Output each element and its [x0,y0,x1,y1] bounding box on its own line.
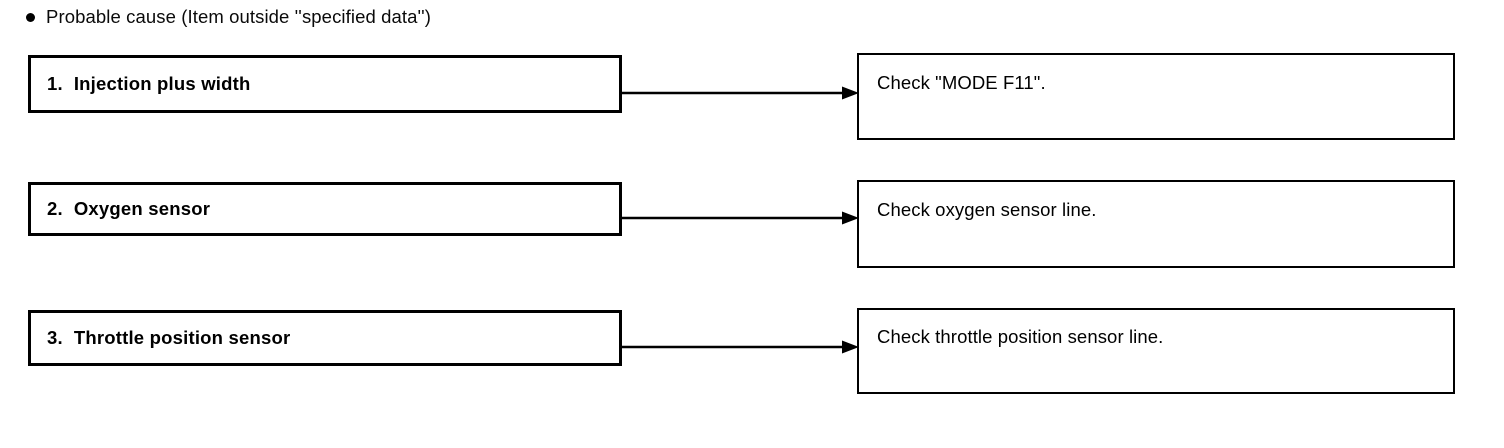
action-label-1: Check "MODE F11". [877,72,1046,93]
cause-box-3[interactable]: 3. Throttle position sensor [28,310,622,366]
heading-label: Probable cause (Item outside ''specified… [46,6,432,27]
right-arrow-icon [620,211,859,225]
right-arrow-icon [620,86,859,100]
action-label-2: Check oxygen sensor line. [877,199,1097,220]
cause-label-1: 1. Injection plus width [31,73,251,95]
connector-arrow-2 [620,210,860,226]
connector-arrow-3 [620,339,860,355]
action-box-3[interactable]: Check throttle position sensor line. [857,308,1455,394]
cause-index-1: 1. [47,73,63,94]
cause-name-3: Throttle position sensor [73,327,291,348]
cause-box-2[interactable]: 2. Oxygen sensor [28,182,622,236]
cause-label-2: 2. Oxygen sensor [31,198,210,220]
probable-cause-heading: Probable cause (Item outside ''specified… [26,6,432,27]
cause-name-1: Injection plus width [73,73,251,94]
filled-circle-bullet-icon [26,12,35,22]
cause-label-3: 3. Throttle position sensor [31,327,290,349]
cause-index-2: 2. [47,198,63,219]
action-box-1[interactable]: Check "MODE F11". [857,53,1455,140]
action-label-3: Check throttle position sensor line. [877,326,1164,347]
connector-arrow-1 [620,85,860,101]
cause-index-3: 3. [47,327,63,348]
action-box-2[interactable]: Check oxygen sensor line. [857,180,1455,268]
right-arrow-icon [620,340,859,354]
cause-name-2: Oxygen sensor [73,198,211,219]
cause-box-1[interactable]: 1. Injection plus width [28,55,622,113]
